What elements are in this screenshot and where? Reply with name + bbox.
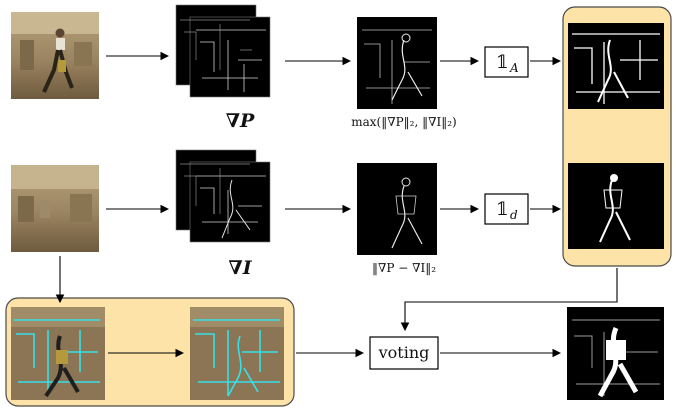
- final-output-image: [567, 307, 664, 400]
- input-image-p: [11, 12, 99, 99]
- indicator-a-symbol: 𝟙: [496, 52, 509, 73]
- flow-arrows: [55, 51, 618, 358]
- diff-norm-label: ‖∇P − ∇I‖₂: [372, 261, 436, 275]
- voting-box: voting: [369, 336, 439, 370]
- grad-p-label: ∇P: [226, 110, 255, 132]
- edge-overlay-image-2: [190, 307, 284, 400]
- edge-overlay-image-1: [11, 307, 105, 400]
- indicator-a-box: 𝟙 A: [484, 46, 529, 78]
- indicator-d-symbol: 𝟙: [496, 199, 509, 220]
- indicator-d-output-image: [568, 163, 664, 249]
- gradient-stack-p: [175, 4, 271, 98]
- input-image-i: [11, 165, 99, 252]
- indicator-a-subscript: A: [509, 61, 519, 75]
- voting-label: voting: [378, 343, 430, 362]
- indicator-a-output-image: [568, 23, 664, 109]
- max-norm-image: [357, 17, 437, 109]
- diff-norm-image: [357, 163, 437, 255]
- grad-i-label: ∇I: [228, 257, 252, 279]
- indicator-d-subscript: d: [510, 208, 518, 222]
- max-norm-label: max(‖∇P‖₂, ‖∇I‖₂): [351, 115, 457, 129]
- gradient-stack-i: [175, 149, 271, 243]
- indicator-d-box: 𝟙 d: [484, 193, 529, 225]
